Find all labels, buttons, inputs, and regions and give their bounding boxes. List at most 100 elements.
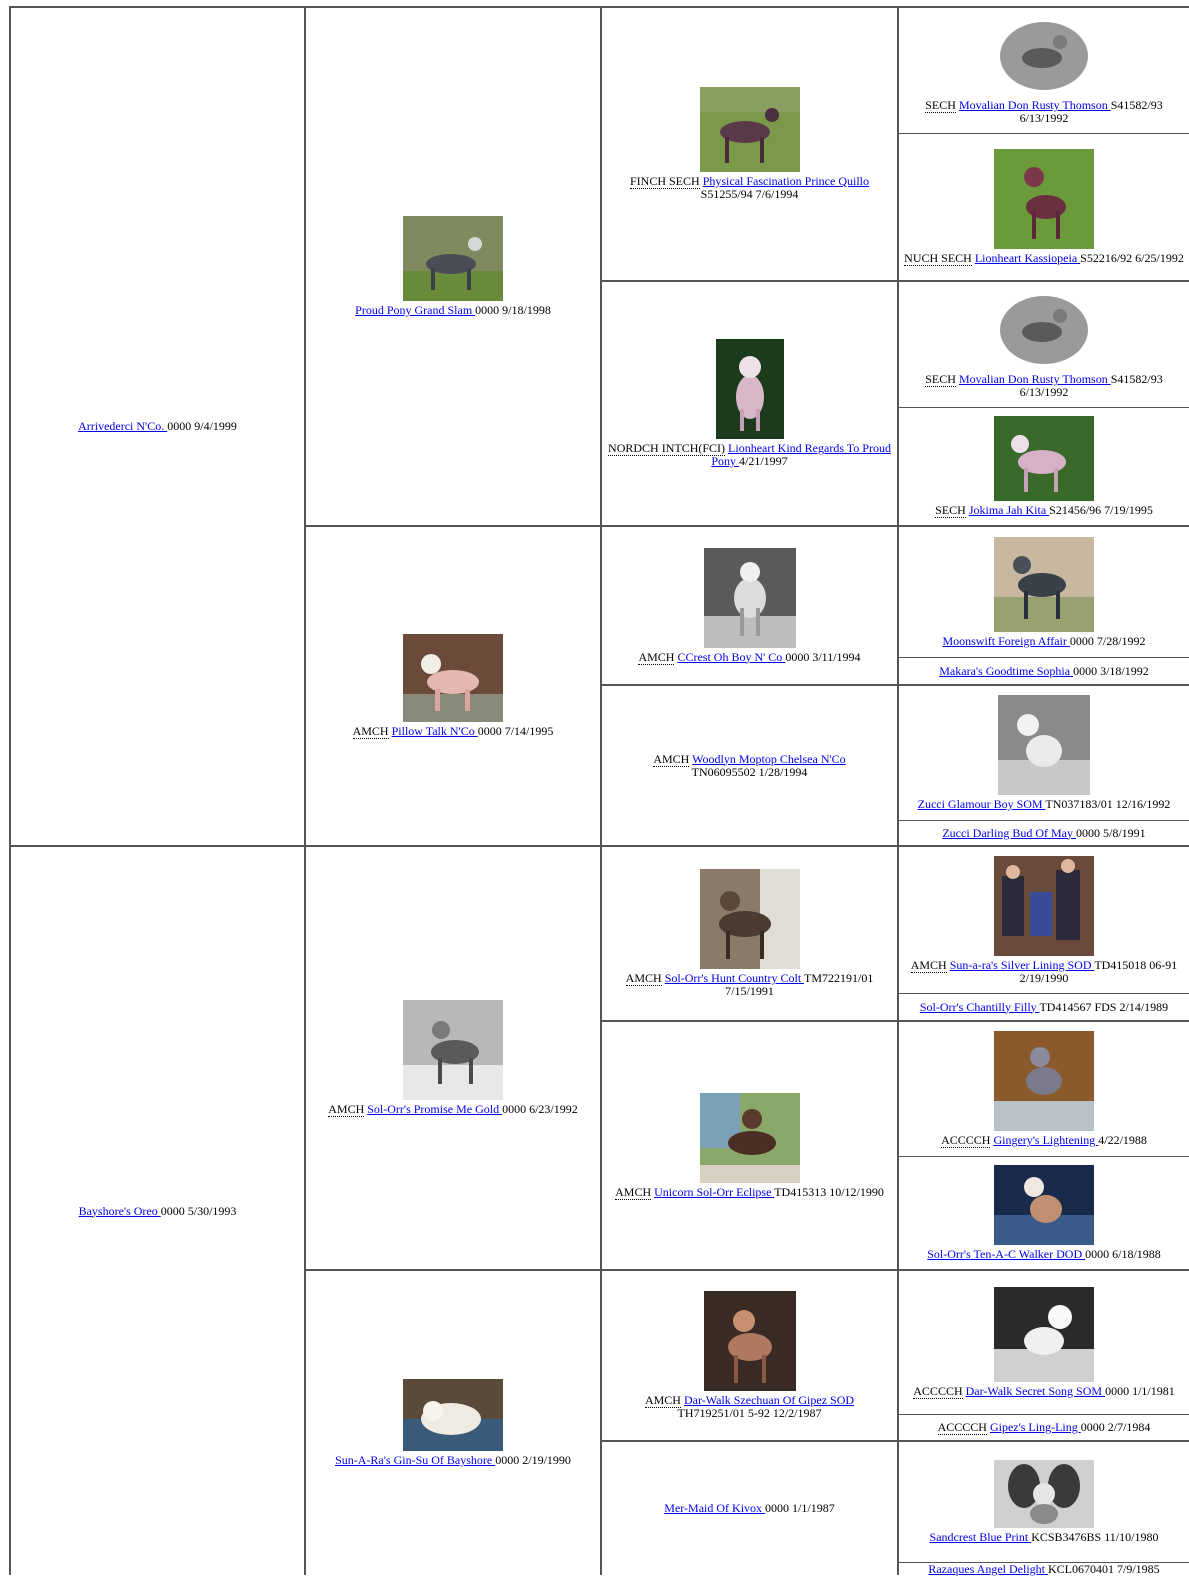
dog-info: S52216/92 6/25/1992 [1080, 251, 1184, 265]
gen2-entry: AMCH Pillow Talk N'Co 0000 7/14/1995 [306, 527, 600, 845]
title-abbr: NORDCH INTCH(FCI) [608, 441, 726, 456]
dog-name-link[interactable]: Sun-a-ra's Silver Lining SOD [949, 957, 1095, 972]
dog-name-link[interactable]: Gipez's Ling-Ling [989, 1420, 1081, 1434]
dog-photo[interactable] [703, 547, 796, 648]
dog-photo[interactable] [994, 16, 1094, 96]
gen4-entry: ACCCCH Gipez's Ling-Ling 0000 2/7/1984 [899, 1415, 1189, 1440]
title-abbr: ACCCCH [941, 1133, 991, 1148]
dog-info: 0000 6/23/1992 [502, 1102, 578, 1116]
gen1-entry: Bayshore's Oreo 0000 5/30/1993 [11, 847, 304, 1575]
title-abbr: AMCH [644, 1393, 681, 1408]
dog-name-link[interactable]: Dar-Walk Szechuan Of Gipez SOD [683, 1393, 855, 1407]
dog-info: 4/21/1997 [739, 454, 788, 468]
title-abbr: AMCH [638, 649, 675, 665]
dog-photo[interactable] [998, 695, 1090, 795]
dog-photo[interactable] [403, 1379, 503, 1451]
dog-name-link[interactable]: Movalian Don Rusty Thomson [958, 372, 1111, 386]
dog-info: 0000 1/1/1987 [765, 1501, 835, 1515]
dog-info: TD415313 10/12/1990 [774, 1184, 884, 1199]
dog-photo[interactable] [994, 149, 1094, 249]
dog-info: 0000 3/11/1994 [785, 649, 861, 664]
dog-name-link[interactable]: Makara's Goodtime Sophia [939, 663, 1074, 678]
dog-name-link[interactable]: Sol-Orr's Ten-A-C Walker DOD [927, 1247, 1086, 1261]
gen3-entry: AMCH CCrest Oh Boy N' Co 0000 3/11/1994 [602, 527, 897, 684]
dog-name-link[interactable]: Moonswift Foreign Affair [942, 633, 1070, 648]
dog-name-link[interactable]: Bayshore's Oreo [78, 1203, 161, 1218]
dog-name-link[interactable]: Physical Fascination Prince Quillo [702, 174, 869, 188]
title-abbr: AMCH [352, 724, 389, 739]
gen3-entry: AMCH Sol-Orr's Hunt Country Colt TM72219… [602, 847, 897, 1020]
dog-info: 0000 9/4/1999 [167, 419, 237, 433]
dog-info: TD415018 06-91 2/19/1990 [1019, 957, 1178, 985]
gen4-entry: Sol-Orr's Ten-A-C Walker DOD 0000 6/18/1… [899, 1157, 1189, 1269]
dog-photo[interactable] [994, 290, 1094, 370]
gen3-entry: AMCH Unicorn Sol-Orr Eclipse TD415313 10… [602, 1022, 897, 1269]
dog-photo[interactable] [699, 1092, 800, 1183]
dog-name-link[interactable]: Dar-Walk Secret Song SOM [965, 1384, 1106, 1398]
dog-photo[interactable] [994, 1165, 1094, 1245]
dog-info: TH719251/01 5-92 12/2/1987 [677, 1406, 822, 1420]
dog-info: TM722191/01 7/15/1991 [725, 971, 874, 998]
title-abbr: ACCCCH [913, 1384, 963, 1399]
dog-name-link[interactable]: Sol-Orr's Chantilly Filly [919, 999, 1040, 1014]
title-abbr: SECH [935, 503, 966, 518]
gen4-entry: Sol-Orr's Chantilly Filly TD414567 FDS 2… [899, 994, 1189, 1020]
dog-name-link[interactable]: Lionheart Kassiopeia [974, 251, 1081, 265]
gen1-entry: Arrivederci N'Co. 0000 9/4/1999 [11, 8, 304, 845]
dog-photo[interactable] [699, 87, 800, 172]
dog-name-link[interactable]: Unicorn Sol-Orr Eclipse [654, 1184, 775, 1199]
dog-photo[interactable] [994, 855, 1094, 956]
title-abbr: SECH [925, 98, 956, 113]
dog-photo[interactable] [403, 1000, 503, 1100]
dog-name-link[interactable]: Gingery's Lightening [993, 1133, 1099, 1147]
gen2-entry: Sun-A-Ra's Gin-Su Of Bayshore 0000 2/19/… [306, 1271, 600, 1575]
dog-info: S51255/94 7/6/1994 [700, 187, 799, 201]
dog-name-link[interactable]: Sol-Orr's Hunt Country Colt [664, 971, 804, 985]
dog-info: KCL0670401 7/9/1985 [1047, 1561, 1160, 1576]
dog-name-link[interactable]: Sun-A-Ra's Gin-Su Of Bayshore [335, 1453, 496, 1467]
dog-photo[interactable] [715, 339, 784, 439]
title-abbr: ACCCCH [937, 1420, 987, 1435]
dog-info: TN06095502 1/28/1994 [691, 764, 808, 779]
dog-name-link[interactable]: CCrest Oh Boy N' Co [677, 649, 786, 664]
gen2-entry: Proud Pony Grand Slam 0000 9/18/1998 [306, 8, 600, 525]
gen4-entry: NUCH SECH Lionheart Kassiopeia S52216/92… [899, 134, 1189, 280]
dog-info: 0000 9/18/1998 [475, 303, 551, 317]
dog-photo[interactable] [994, 536, 1094, 632]
dog-name-link[interactable]: Movalian Don Rusty Thomson [958, 98, 1111, 112]
gen4-entry: SECH Jokima Jah Kita S21456/96 7/19/1995 [899, 408, 1189, 525]
dog-info: 0000 7/28/1992 [1069, 633, 1146, 648]
dog-info: 0000 5/8/1991 [1075, 825, 1146, 840]
dog-photo[interactable] [994, 1287, 1094, 1382]
dog-name-link[interactable]: Mer-Maid Of Kivox [664, 1501, 766, 1515]
dog-info: S41582/93 6/13/1992 [1019, 98, 1163, 125]
dog-name-link[interactable]: Pillow Talk N'Co [391, 724, 478, 738]
dog-name-link[interactable]: Sandcrest Blue Print [929, 1530, 1032, 1544]
dog-name-link[interactable]: Arrivederci N'Co. [78, 419, 168, 433]
dog-name-link[interactable]: Woodlyn Moptop Chelsea N'Co [692, 751, 846, 766]
dog-photo[interactable] [994, 1031, 1094, 1131]
dog-photo[interactable] [403, 634, 503, 722]
dog-photo[interactable] [994, 416, 1094, 501]
dog-name-link[interactable]: Zucci Glamour Boy SOM [917, 797, 1046, 811]
dog-info: 4/22/1988 [1098, 1133, 1147, 1147]
title-abbr: AMCH [653, 751, 690, 767]
gen4-entry: Moonswift Foreign Affair 0000 7/28/1992 [899, 527, 1189, 657]
gen3-entry: NORDCH INTCH(FCI) Lionheart Kind Regards… [602, 282, 897, 525]
dog-photo[interactable] [994, 1460, 1094, 1528]
title-abbr: SECH [925, 372, 956, 387]
dog-name-link[interactable]: Sol-Orr's Promise Me Gold [367, 1102, 503, 1116]
dog-name-link[interactable]: Proud Pony Grand Slam [355, 303, 476, 317]
dog-info: 0000 1/1/1981 [1105, 1384, 1175, 1398]
dog-name-link[interactable]: Zucci Darling Bud Of May [942, 825, 1076, 840]
title-abbr: NUCH SECH [904, 251, 972, 266]
gen4-entry: Zucci Darling Bud Of May 0000 5/8/1991 [899, 821, 1189, 845]
gen3-entry: Mer-Maid Of Kivox 0000 1/1/1987 [602, 1442, 897, 1575]
dog-photo[interactable] [403, 216, 503, 301]
dog-name-link[interactable]: Jokima Jah Kita [968, 503, 1050, 517]
dog-photo[interactable] [699, 869, 800, 969]
dog-name-link[interactable]: Lionheart Kind Regards To Proud Pony [711, 441, 891, 468]
dog-name-link[interactable]: Razaques Angel Delight [928, 1561, 1048, 1576]
dog-photo[interactable] [703, 1291, 796, 1391]
